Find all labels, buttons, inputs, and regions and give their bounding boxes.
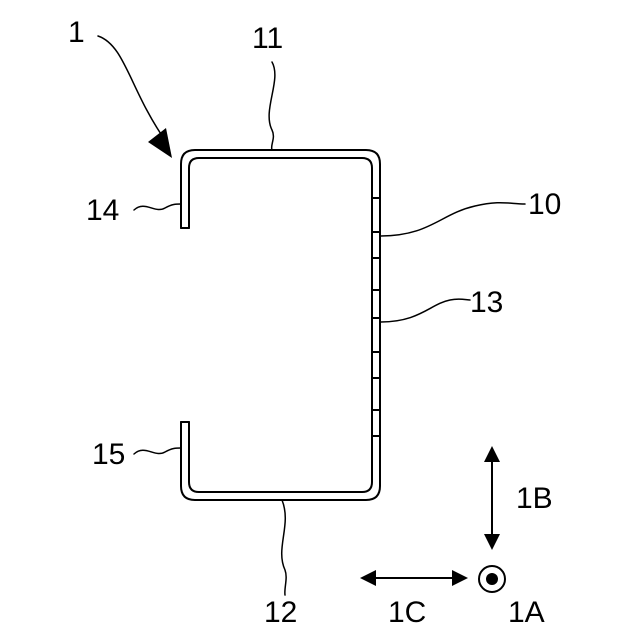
- label-1: 1: [68, 16, 85, 49]
- web-holes: [372, 198, 380, 436]
- label-14: 14: [86, 194, 119, 227]
- leader-11: [269, 62, 275, 150]
- direction-1b-arrow: [484, 446, 500, 550]
- leader-13: [380, 299, 470, 322]
- leader-15: [134, 448, 181, 454]
- direction-1a-symbol: [479, 566, 505, 592]
- c-channel-inner: [189, 158, 372, 492]
- leader-12: [282, 500, 286, 595]
- label-12: 12: [264, 596, 297, 629]
- leader-14: [134, 204, 181, 210]
- label-15: 15: [92, 438, 125, 471]
- label-1c: 1C: [388, 596, 426, 629]
- direction-1c-arrow: [360, 570, 468, 586]
- leader-10: [380, 203, 525, 236]
- label-11: 11: [252, 22, 283, 55]
- label-1b: 1B: [516, 482, 553, 515]
- label-1a: 1A: [508, 596, 545, 629]
- c-channel-outer: [181, 150, 380, 500]
- label-13: 13: [470, 286, 503, 319]
- label-10: 10: [528, 188, 561, 221]
- assembly-leader-arrow: [98, 36, 165, 140]
